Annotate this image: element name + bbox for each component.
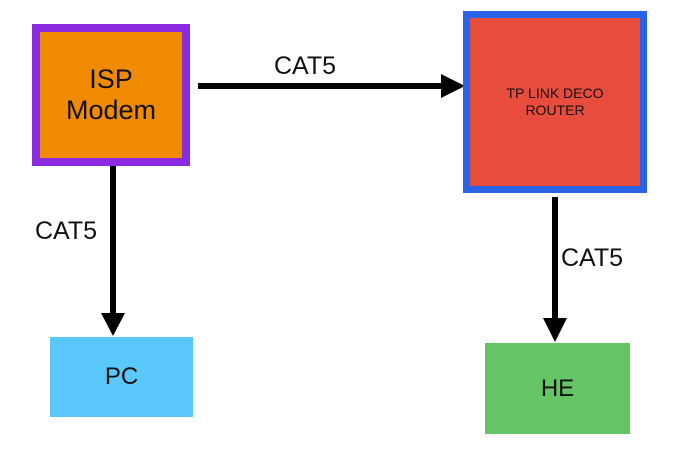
router-label: TP LINK DECO ROUTER [506,85,604,118]
edge-label-isp-router: CAT5 [274,52,337,80]
pc-label: PC [104,363,139,390]
pc-node: PC [50,337,193,417]
isp-modem-node: ISP Modem [32,24,190,166]
edge-label-isp-pc: CAT5 [35,217,98,245]
arrowhead-router [441,74,465,98]
isp-modem-label: ISP Modem [65,64,157,125]
arrowhead-pc [101,313,125,336]
he-node: HE [485,343,630,434]
he-label: HE [540,374,575,402]
edge-label-router-he: CAT5 [561,244,624,272]
arrowhead-he [543,318,567,342]
router-node: TP LINK DECO ROUTER [463,11,647,193]
